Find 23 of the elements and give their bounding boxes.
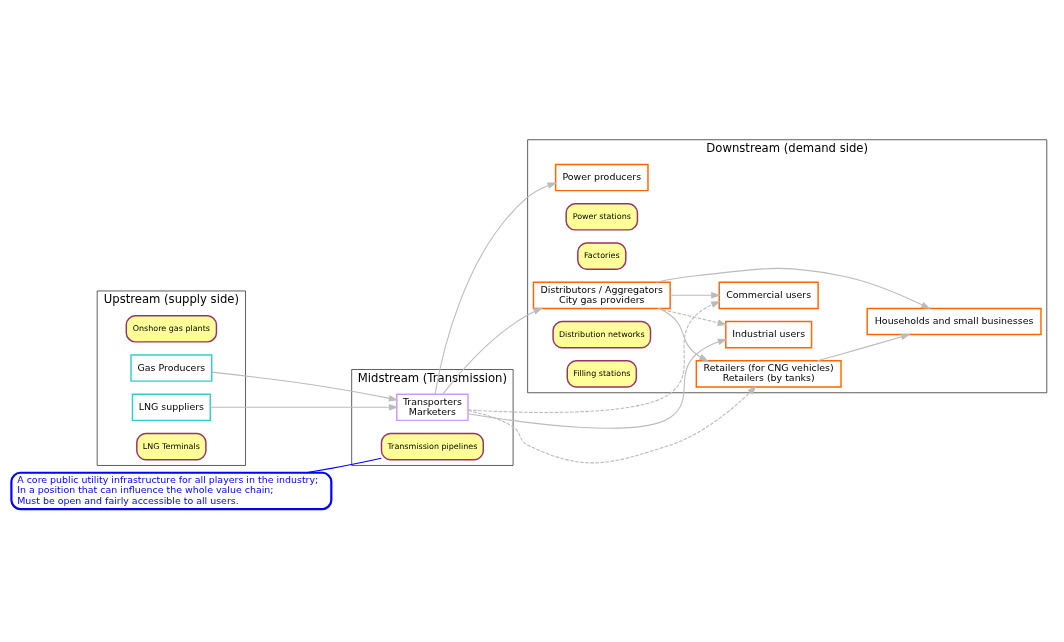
- node-box: A core public utility infrastructure for all players in the industry; In a position that can influence the whole value chain; Must be open and fairly accessible to all users.: [10, 471, 333, 510]
- node-box: Power producers: [554, 163, 649, 191]
- node-box: Households and small businesses: [866, 307, 1042, 335]
- node-box: LNG suppliers: [131, 393, 211, 421]
- node-box: Retailers (for CNG vehicles) Retailers (by tanks): [695, 359, 842, 388]
- arrow: [211, 371, 399, 401]
- node-box: Distributors / Aggregators City gas providers: [532, 281, 671, 309]
- node-box: Commercial users: [718, 281, 819, 309]
- arrow: [657, 307, 728, 326]
- arrow: [467, 385, 757, 463]
- arrow: [655, 267, 931, 309]
- arrow: [442, 307, 543, 395]
- arrow: [669, 291, 721, 299]
- arrow: [817, 333, 911, 361]
- arrow: [467, 300, 721, 413]
- arrow: [434, 181, 558, 395]
- node-box: Industrial users: [725, 320, 813, 348]
- arrow: [658, 307, 709, 361]
- arrow: [209, 403, 399, 411]
- node-box: Gas Producers: [130, 353, 213, 382]
- node-box: Transporters Marketers: [396, 393, 469, 421]
- connector: [305, 457, 382, 473]
- arrow: [467, 338, 728, 429]
